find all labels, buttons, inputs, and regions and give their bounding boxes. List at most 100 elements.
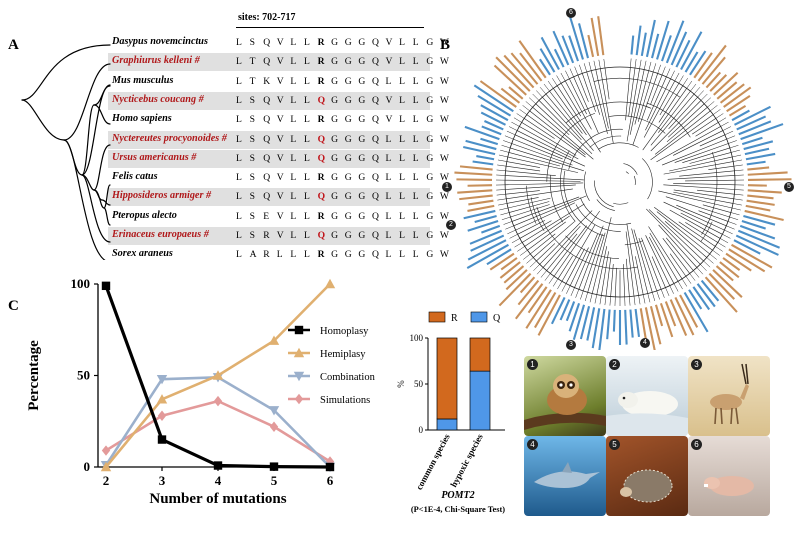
tree-branch: [513, 138, 563, 160]
tip-mark: [688, 289, 703, 310]
tip-mark: [674, 296, 695, 336]
tip-stem: [713, 109, 721, 115]
tip-stem: [733, 198, 743, 201]
tree-branch: [664, 221, 707, 258]
tip-mark: [474, 214, 497, 224]
tip-mark: [745, 152, 776, 161]
tree-branch: [565, 248, 585, 284]
tree-branch: [505, 190, 540, 195]
tip-stem: [516, 113, 525, 119]
tip-stem: [500, 149, 509, 153]
species-name: Ursus americanus #: [112, 151, 197, 163]
series-point: [269, 462, 279, 471]
tree-branch: [549, 90, 583, 134]
legend-label: Combination: [320, 372, 376, 383]
tip-stem: [697, 90, 704, 98]
series-line: [104, 376, 331, 468]
tip-stem: [583, 63, 587, 72]
tree-branch: [656, 211, 710, 255]
tip-mark: [578, 23, 590, 59]
tree-branch: [557, 255, 574, 280]
tip-stem: [536, 90, 543, 98]
tip-stem: [499, 207, 509, 211]
tip-mark: [746, 199, 775, 206]
tree-branch: [506, 161, 540, 168]
tree-branch: [526, 114, 586, 158]
tip-stem: [570, 287, 575, 296]
hypoxic-row-highlight: [108, 53, 430, 72]
series-point: [212, 370, 224, 380]
tree-branch: [650, 93, 695, 146]
tip-stem: [643, 60, 647, 70]
tip-stem: [642, 294, 646, 304]
tree-branch: [542, 96, 582, 141]
tree-arc: [642, 158, 653, 200]
tip-mark: [572, 304, 586, 340]
tip-mark: [498, 272, 532, 307]
tip-mark: [746, 160, 766, 166]
tree-marker: 3: [566, 340, 576, 350]
tip-mark: [659, 302, 674, 338]
tip-mark: [701, 56, 726, 85]
tip-mark: [514, 283, 544, 320]
tip-mark: [459, 165, 493, 171]
tip-mark: [716, 81, 738, 100]
tree-marker: 1: [442, 182, 452, 192]
tip-stem: [509, 234, 518, 239]
tree-branch: [538, 100, 593, 155]
tip-stem: [681, 278, 688, 287]
tree-branch: [506, 165, 541, 172]
panel-b-letter: B: [440, 37, 451, 53]
tip-stem: [594, 294, 598, 304]
tip-mark: [473, 84, 514, 113]
tip-mark: [493, 64, 527, 96]
tip-mark: [457, 189, 493, 194]
tip-mark: [467, 204, 495, 212]
tip-mark: [737, 229, 780, 249]
tip-mark: [640, 32, 647, 57]
tip-mark: [565, 301, 576, 322]
tip-mark: [664, 301, 677, 327]
tree-arc: [589, 135, 622, 148]
tip-mark: [669, 299, 688, 336]
tip-stem: [629, 296, 631, 306]
tree-branch: [676, 204, 727, 227]
y-tick-label: 50: [77, 368, 90, 383]
tip-stem: [732, 203, 742, 206]
tip-mark: [495, 56, 531, 92]
tip-mark: [503, 54, 535, 89]
tip-mark: [469, 229, 503, 245]
legend-label: Homoplasy: [320, 326, 369, 337]
tip-mark: [649, 305, 662, 345]
tip-mark: [726, 94, 751, 113]
tip-stem: [506, 130, 516, 136]
tip-stem: [731, 207, 741, 211]
series-point: [156, 394, 168, 404]
tree-branch: [545, 93, 594, 151]
tip-stem: [497, 159, 507, 162]
tip-stem: [556, 75, 562, 84]
tip-mark: [665, 20, 685, 64]
x-tick-label: 3: [159, 473, 166, 488]
tree-branch: [524, 215, 570, 247]
tip-stem: [604, 296, 607, 306]
tip-stem: [682, 78, 688, 86]
tree-branches: [505, 67, 735, 297]
tip-mark: [559, 299, 571, 321]
tip-stem: [588, 61, 592, 71]
tree-branch: [646, 208, 701, 265]
tip-mark: [650, 33, 660, 59]
tree-branch: [626, 68, 640, 142]
tip-mark: [459, 194, 493, 201]
tree-branch: [517, 130, 572, 158]
tip-mark: [505, 269, 528, 291]
tip-stem: [686, 80, 693, 89]
tip-mark: [568, 14, 584, 60]
tree-marker: 6: [566, 8, 576, 18]
tip-stem: [505, 225, 514, 230]
tip-mark: [670, 31, 688, 66]
tree-branch: [689, 152, 732, 164]
tip-stem: [503, 140, 512, 144]
tree-branch: [511, 143, 573, 166]
